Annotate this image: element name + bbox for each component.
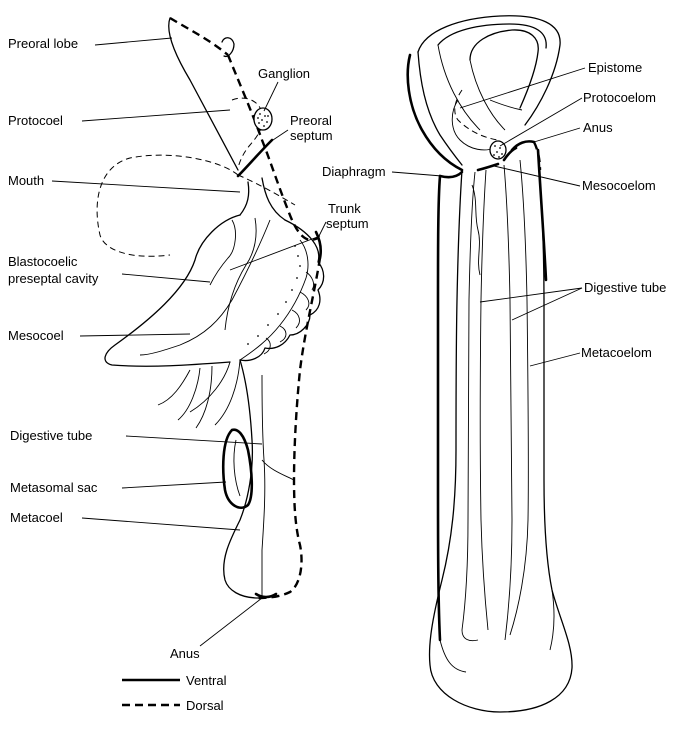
label-protocoel: Protocoel (8, 113, 63, 128)
left-labels: Preoral lobe Ganglion Protocoel Preoral … (8, 36, 369, 661)
label-mesocoel: Mesocoel (8, 328, 64, 343)
legend-ventral-label: Ventral (186, 673, 227, 688)
label-digestive-tube-right: Digestive tube (584, 280, 666, 295)
label-preoral-septum-line1: Preoral (290, 113, 332, 128)
right-labels: Epistome Protocoelom Anus Diaphragm Meso… (322, 60, 666, 366)
label-trunk-septum-line2: septum (326, 216, 369, 231)
label-mouth: Mouth (8, 173, 44, 188)
label-diaphragm: Diaphragm (322, 164, 386, 179)
label-blastocoelic-line1: Blastocoelic (8, 254, 78, 269)
legend: Ventral Dorsal (122, 673, 227, 713)
label-anus-right: Anus (583, 120, 613, 135)
label-anus-left: Anus (170, 646, 200, 661)
label-preoral-lobe: Preoral lobe (8, 36, 78, 51)
label-metacoel: Metacoel (10, 510, 63, 525)
legend-dorsal-label: Dorsal (186, 698, 224, 713)
label-mesocoelom: Mesocoelom (582, 178, 656, 193)
label-epistome: Epistome (588, 60, 642, 75)
label-preoral-septum-line2: septum (290, 128, 333, 143)
label-blastocoelic-line2: preseptal cavity (8, 271, 99, 286)
label-metasomal-sac: Metasomal sac (10, 480, 98, 495)
label-metacoelom: Metacoelom (581, 345, 652, 360)
right-organism-drawing (408, 16, 572, 712)
left-organism-drawing (97, 18, 324, 598)
label-digestive-tube-left: Digestive tube (10, 428, 92, 443)
label-trunk-septum-line1: Trunk (328, 201, 361, 216)
label-ganglion: Ganglion (258, 66, 310, 81)
label-protocoelom: Protocoelom (583, 90, 656, 105)
